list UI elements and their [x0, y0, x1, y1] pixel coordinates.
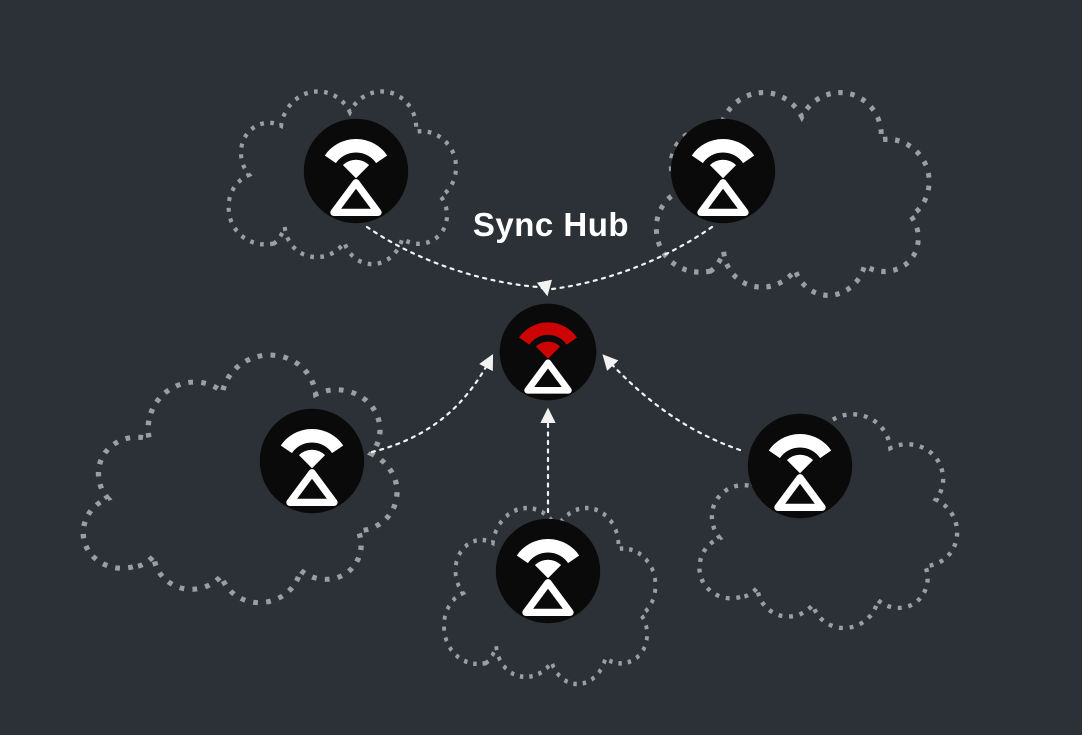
arrow-mid-right-to-hub — [602, 354, 742, 452]
hub-title: Sync Hub — [473, 206, 629, 243]
satellite-node-mid-left — [260, 409, 364, 513]
hub-broadcast-device-icon — [500, 304, 597, 401]
hub-node — [500, 304, 597, 401]
broadcast-device-icon — [748, 414, 852, 518]
arrow-top-left-to-hub — [365, 225, 552, 297]
broadcast-device-icon — [671, 119, 775, 223]
broadcast-device-icon — [304, 119, 408, 223]
broadcast-device-icon — [496, 519, 600, 623]
satellite-node-bottom — [496, 519, 600, 623]
satellite-node-top-right — [671, 119, 775, 223]
broadcast-device-icon — [260, 409, 364, 513]
arrow-mid-left-to-hub — [370, 353, 494, 454]
satellite-node-top-left — [304, 119, 408, 223]
arrow-top-right-to-hub — [550, 225, 714, 291]
satellite-node-mid-right — [748, 414, 852, 518]
